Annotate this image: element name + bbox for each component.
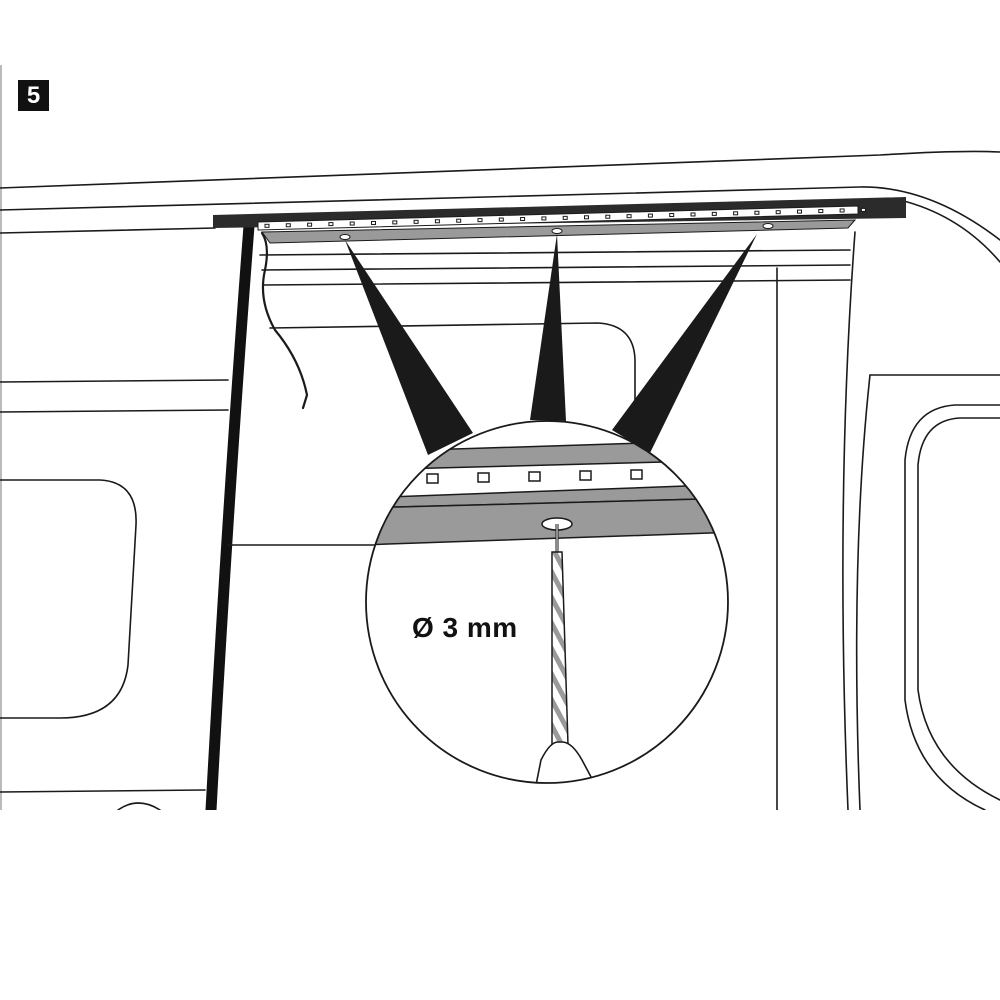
right-window xyxy=(904,404,1000,810)
led-dot xyxy=(860,207,866,212)
led-dot xyxy=(392,220,398,225)
led-dot xyxy=(775,210,781,215)
led-dot xyxy=(584,215,589,220)
led-dot xyxy=(413,219,419,224)
led-dot xyxy=(669,213,675,218)
van-roof-lines xyxy=(0,150,1000,263)
led-dot xyxy=(562,215,568,220)
led-dot xyxy=(456,218,462,223)
led-strip-icon xyxy=(213,197,906,244)
led-dot xyxy=(349,221,355,226)
led-dot xyxy=(754,210,760,215)
led-dot xyxy=(690,212,696,217)
zoom-detail-circle xyxy=(365,420,729,784)
led-dot-zoom xyxy=(579,470,592,481)
led-dot xyxy=(328,222,334,227)
led-dot xyxy=(605,214,611,219)
callout-pointers xyxy=(345,234,757,455)
led-dot xyxy=(818,209,824,214)
left-window xyxy=(0,379,229,810)
led-dot xyxy=(647,213,653,218)
led-dot xyxy=(797,209,802,214)
led-dot-zoom xyxy=(426,473,439,484)
led-dot xyxy=(307,222,313,227)
cable-icon xyxy=(260,231,309,410)
led-dot xyxy=(520,216,526,221)
drill-bit-icon xyxy=(534,524,600,783)
step-number-badge: 5 xyxy=(18,80,49,111)
led-dot xyxy=(264,223,270,228)
drill-diameter-label: Ø 3 mm xyxy=(412,612,518,643)
led-dot-zoom xyxy=(477,472,490,483)
led-dot-zoom xyxy=(630,469,643,480)
led-dot xyxy=(498,217,504,222)
led-dot xyxy=(733,211,739,216)
led-dot xyxy=(477,218,483,223)
led-dot xyxy=(371,220,376,225)
led-dot xyxy=(626,214,632,219)
led-dot-zoom xyxy=(528,471,541,482)
led-dot xyxy=(839,208,845,213)
led-dot xyxy=(285,223,291,228)
led-dot xyxy=(711,211,717,216)
led-dot xyxy=(541,216,547,221)
door-pillar xyxy=(205,220,255,810)
led-dot xyxy=(434,219,440,224)
